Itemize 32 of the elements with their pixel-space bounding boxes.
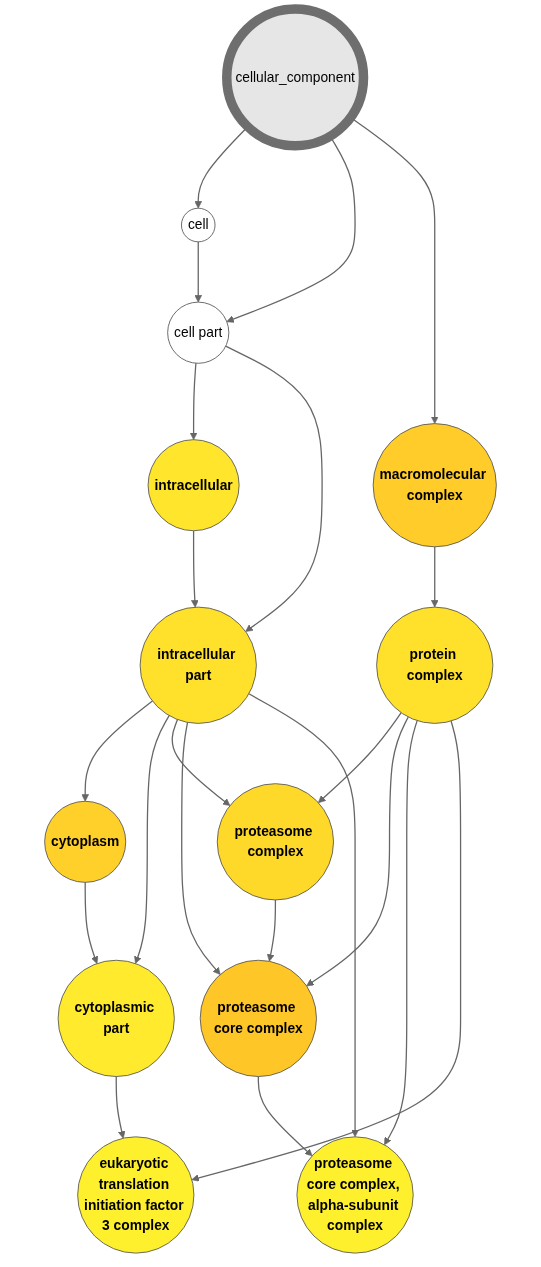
arrow (181, 721, 221, 975)
arrow (225, 345, 323, 632)
node-circle: protein complex (376, 606, 494, 724)
arrow (318, 712, 402, 803)
arrow (134, 714, 170, 964)
arrow (189, 362, 198, 441)
node-circle: cytoplasm (44, 800, 127, 883)
node-circle: intracellular (147, 439, 240, 532)
arrow (430, 546, 439, 608)
arrow (194, 241, 203, 303)
arrow (191, 530, 199, 608)
node-circle: proteasome core complex, alpha-subunit complex (296, 1136, 414, 1254)
node-circle: cytoplasmic part (57, 959, 175, 1077)
arrow (84, 881, 99, 964)
arrow (115, 1075, 126, 1139)
node-circle: cell (181, 207, 216, 243)
node-circle: macromolecular complex (372, 423, 497, 548)
arrow (248, 693, 359, 1138)
node-circle: cell part (167, 301, 230, 364)
node-circle: eukaryotic translation initiation factor 3 complex (77, 1136, 195, 1254)
arrow (384, 720, 418, 1146)
arrow (191, 720, 462, 1182)
node-circle: intracellular part (139, 606, 257, 724)
arrow (257, 1075, 313, 1157)
node-circle: proteasome complex (216, 783, 334, 901)
arrow (81, 700, 154, 802)
node-circle: cellular_component (222, 4, 369, 151)
arrow (266, 899, 277, 962)
arrow (306, 716, 409, 987)
node-circle: proteasome core complex (199, 959, 317, 1077)
arrow (194, 127, 247, 209)
arrow (171, 718, 231, 806)
